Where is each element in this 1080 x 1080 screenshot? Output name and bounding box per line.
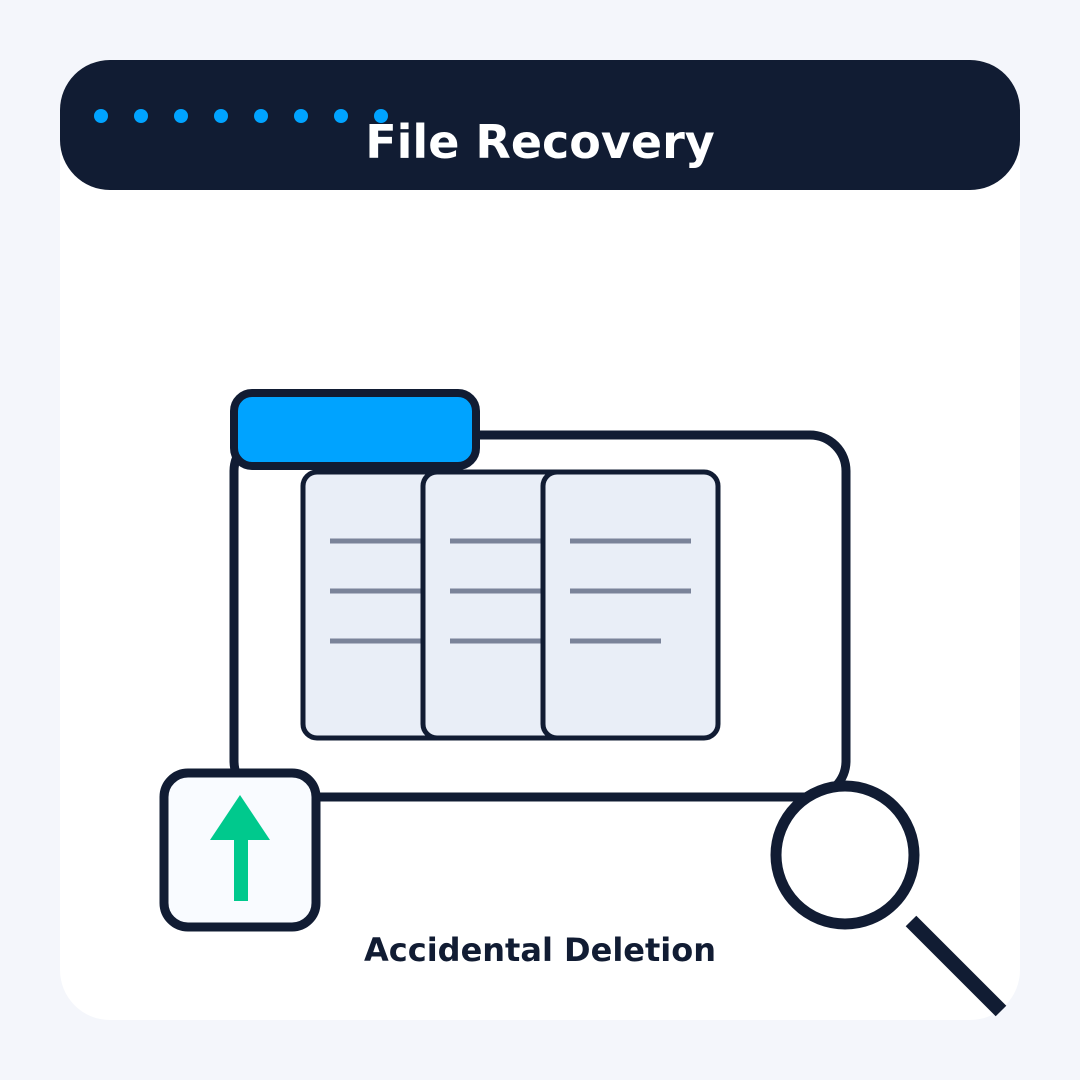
magnifier-icon [770, 780, 1007, 1017]
header-dots [94, 109, 388, 123]
page-title: File Recovery [365, 115, 715, 169]
folder-tab [230, 389, 480, 470]
header-bar [60, 60, 1020, 190]
caption: Accidental Deletion [363, 931, 717, 969]
restore-button[interactable] [159, 768, 321, 932]
arrow-up-icon [210, 795, 270, 901]
document-3 [540, 469, 721, 741]
